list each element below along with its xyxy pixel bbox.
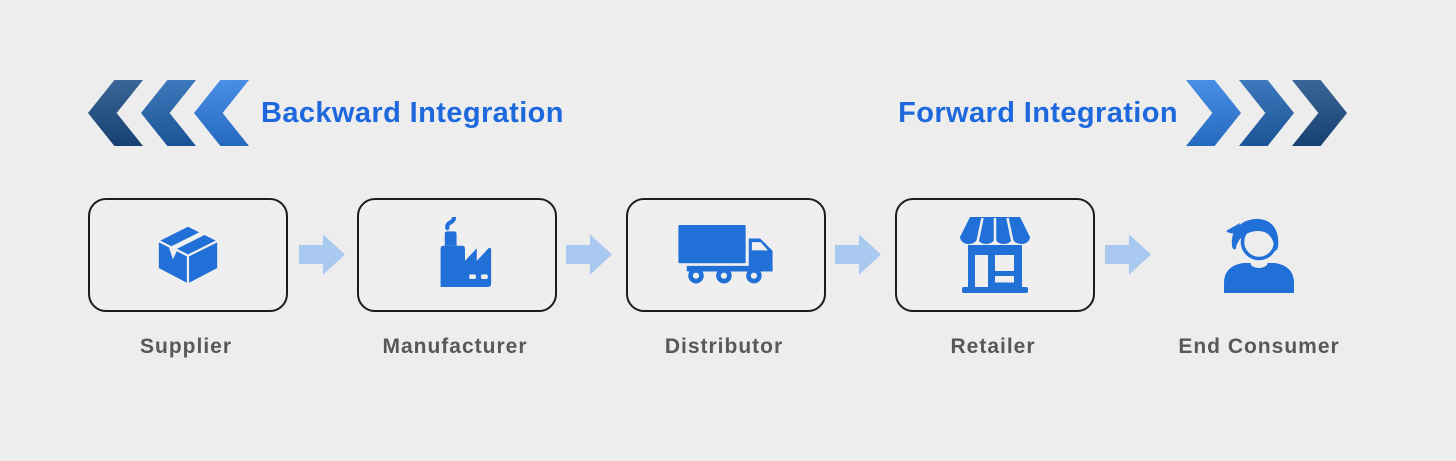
package-box-icon (156, 224, 220, 286)
chevron-right-icon (1292, 80, 1347, 146)
stage-end-consumer (1222, 214, 1296, 294)
stage-card-retailer (895, 198, 1095, 312)
flow-arrow-icon (566, 234, 612, 275)
flow-arrow-icon (299, 234, 345, 275)
stage-label-end-consumer: End Consumer (1178, 335, 1340, 358)
flow-arrow-icon (1105, 234, 1151, 275)
storefront-icon (960, 217, 1030, 293)
chevron-left-icon (88, 80, 143, 146)
stage-label-manufacturer: Manufacturer (382, 335, 528, 358)
flow-arrow-icon (835, 234, 881, 275)
stage-label-supplier: Supplier (139, 335, 233, 358)
stage-card-manufacturer (357, 198, 557, 312)
stage-label-retailer: Retailer (950, 335, 1036, 358)
stage-label-distributor: Distributor (664, 335, 784, 358)
chevron-left-icon (194, 80, 249, 146)
factory-icon (440, 217, 492, 287)
chevron-right-icon (1186, 80, 1241, 146)
backward-integration-label: Backward Integration (261, 97, 564, 129)
person-icon (1224, 218, 1294, 293)
truck-icon (678, 225, 773, 284)
forward-chevrons-icon (1186, 80, 1347, 146)
chevron-right-icon (1239, 80, 1294, 146)
stage-card-distributor (626, 198, 826, 312)
chevron-left-icon (141, 80, 196, 146)
forward-integration-label: Forward Integration (898, 97, 1178, 129)
backward-chevrons-icon (88, 80, 249, 146)
stage-card-supplier (88, 198, 288, 312)
